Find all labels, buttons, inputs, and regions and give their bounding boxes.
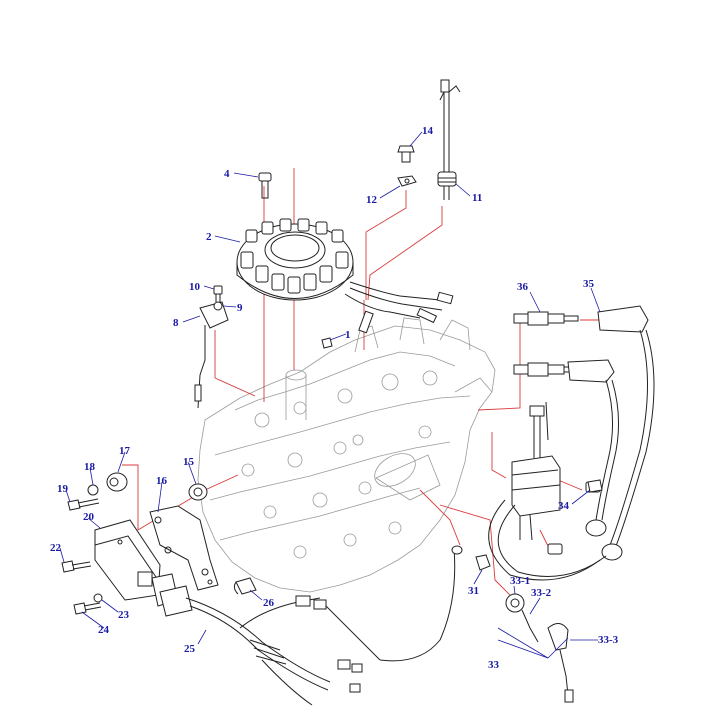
callout-36: 36 (517, 281, 529, 293)
fitting (379, 545, 491, 662)
grommet-washer-bolt (67, 472, 128, 511)
callout-25: 25 (184, 643, 196, 655)
engine-block (197, 317, 496, 593)
plug-cap (321, 337, 333, 349)
pulser-sensor (194, 285, 229, 409)
callout-11: 11 (472, 192, 482, 204)
sensor-assembly (497, 593, 574, 703)
callout-31: 31 (468, 585, 479, 597)
callout-26: 26 (263, 597, 275, 609)
callout-34: 34 (558, 500, 570, 512)
callout-12: 12 (366, 194, 378, 206)
assembly-guide-lines (122, 168, 600, 601)
callout-35: 35 (583, 278, 595, 290)
leader-lines (59, 131, 601, 645)
callout-14: 14 (422, 125, 434, 137)
callout-23: 23 (118, 609, 130, 621)
callout-33-2: 33-2 (531, 587, 552, 599)
rubber-grommet (188, 483, 208, 501)
mounting-bracket (149, 505, 219, 591)
clamp-bolt (397, 145, 415, 163)
cdi-unit (94, 519, 161, 601)
cdi-fasteners (61, 560, 103, 615)
callout-19: 19 (57, 483, 69, 495)
callout-18: 18 (84, 461, 96, 473)
callout-1: 1 (345, 329, 351, 341)
callout-4: 4 (224, 168, 230, 180)
plug-caps-leads (567, 305, 655, 561)
callout-17: 17 (119, 445, 131, 457)
spark-plugs (513, 311, 579, 377)
callout-2: 2 (206, 231, 212, 243)
callout-22: 22 (50, 542, 62, 554)
callout-20: 20 (83, 511, 95, 523)
callout-16: 16 (156, 475, 168, 487)
callout-9: 9 (237, 302, 243, 314)
stator-coil (236, 218, 454, 334)
callout-33-3: 33-3 (598, 634, 619, 646)
callout-24: 24 (98, 624, 110, 636)
callout-8: 8 (173, 317, 179, 329)
stator-bolt (258, 172, 272, 199)
wire-grommet (437, 79, 461, 200)
callout-labels: 1 2 4 8 9 10 11 12 14 15 16 17 18 19 20 … (50, 125, 619, 671)
callout-33: 33 (488, 659, 500, 671)
callout-10: 10 (189, 281, 201, 293)
wire-harness (151, 573, 381, 706)
harness-clip (233, 577, 257, 595)
callout-15: 15 (183, 456, 195, 468)
cable-clamp (397, 175, 417, 187)
callout-33-1: 33-1 (510, 575, 530, 587)
coil-bolt (587, 479, 603, 493)
